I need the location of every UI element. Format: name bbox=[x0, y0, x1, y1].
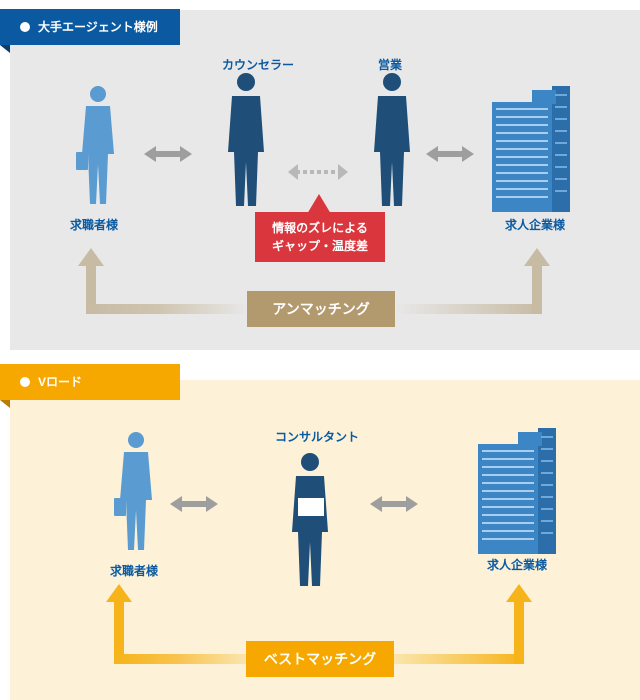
company-building-icon bbox=[492, 86, 570, 212]
bullet-icon bbox=[20, 22, 30, 32]
document-icon bbox=[298, 498, 324, 516]
information-gap-callout: 情報のズレによる ギャップ・温度差 bbox=[255, 212, 385, 262]
tab-fold bbox=[0, 45, 10, 53]
counselor-label: カウンセラー bbox=[221, 58, 294, 72]
double-arrow-icon bbox=[370, 496, 418, 512]
consultant-figure bbox=[292, 453, 328, 586]
mismatch-badge: アンマッチング bbox=[247, 291, 395, 327]
double-arrow-icon bbox=[426, 146, 474, 162]
double-arrow-icon bbox=[170, 496, 218, 512]
tab-label: Vロード bbox=[38, 375, 83, 389]
sales-figure bbox=[374, 73, 410, 206]
company-building-icon bbox=[478, 428, 556, 554]
job-seeker-figure bbox=[76, 86, 114, 204]
section-tab-traditional: 大手エージェント様例 bbox=[0, 9, 180, 45]
consultant-label: コンサルタント bbox=[274, 430, 359, 444]
company-label: 求人企業様 bbox=[486, 558, 547, 572]
bullet-icon bbox=[20, 377, 30, 387]
callout-pointer bbox=[307, 194, 331, 214]
job-seeker-label: 求職者様 bbox=[69, 218, 118, 232]
best-match-badge: ベストマッチング bbox=[246, 641, 394, 677]
sales-label: 営業 bbox=[377, 58, 402, 72]
counselor-figure bbox=[228, 73, 264, 206]
section-tab-vroad: Vロード bbox=[0, 364, 180, 400]
tab-label: 大手エージェント様例 bbox=[38, 20, 158, 34]
double-arrow-icon bbox=[144, 146, 192, 162]
callout-line-1: 情報のズレによる bbox=[272, 221, 368, 235]
best-match-flow-arrows bbox=[106, 584, 532, 664]
mismatch-flow-arrows bbox=[78, 248, 550, 314]
callout-line-2: ギャップ・温度差 bbox=[271, 239, 368, 253]
tab-fold bbox=[0, 400, 10, 408]
company-label: 求人企業様 bbox=[504, 218, 565, 232]
job-seeker-label: 求職者様 bbox=[109, 564, 158, 578]
job-seeker-figure bbox=[114, 432, 152, 550]
